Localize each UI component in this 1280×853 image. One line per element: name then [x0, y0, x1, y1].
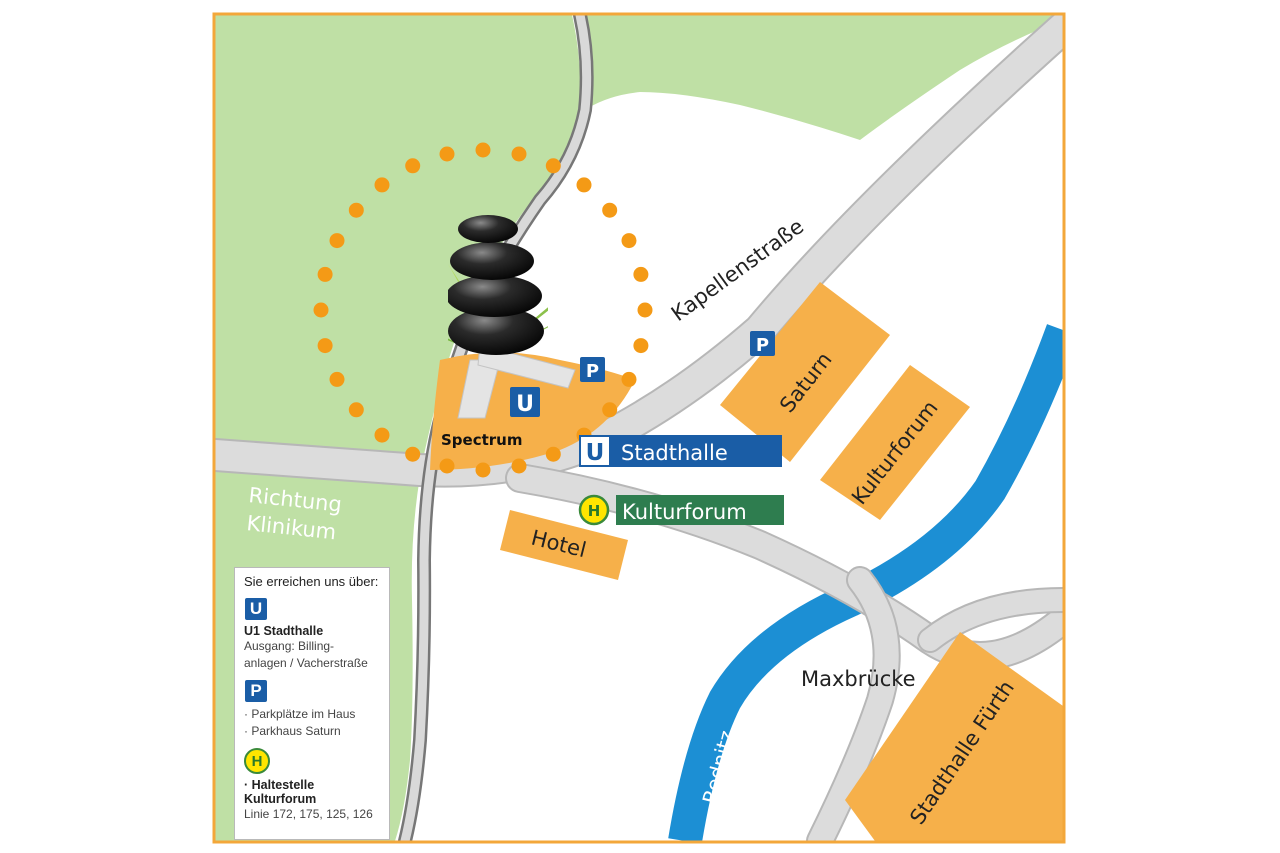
circle-dot [545, 158, 561, 174]
circle-dot [633, 266, 649, 282]
circle-dot [374, 427, 390, 443]
building-kulturforum [820, 365, 970, 520]
legend-parking-line2: · Parkhaus Saturn [244, 724, 341, 738]
parking-icon: P [580, 357, 605, 382]
circle-dot [621, 371, 637, 387]
legend-bus-lines: Linie 172, 175, 125, 126 [244, 807, 373, 821]
legend-parking-line1: · Parkplätze im Haus [244, 707, 356, 721]
circle-dot [602, 402, 618, 418]
svg-text:U: U [586, 440, 605, 466]
circle-dot [313, 302, 329, 318]
legend-title: Sie erreichen uns über: [244, 574, 379, 589]
circle-dot [374, 177, 390, 193]
parking-icon: P [750, 331, 775, 356]
circle-dot [329, 371, 345, 387]
circle-dot [602, 202, 618, 218]
circle-dot [633, 338, 649, 354]
circle-dot [511, 458, 527, 474]
building-saturn [720, 282, 890, 462]
legend: Sie erreichen uns über: U U1 Stadthalle … [234, 567, 390, 840]
circle-dot [329, 233, 345, 249]
legend-ubahn-line2: anlagen / Vacherstraße [244, 656, 368, 670]
svg-text:H: H [588, 502, 601, 520]
bus-stop-icon: H [244, 748, 270, 774]
location-dotted-circle [313, 142, 653, 478]
building-spectrum-wing-2 [477, 344, 576, 389]
park-top [585, 15, 1063, 140]
legend-ubahn-title: U1 Stadthalle [244, 624, 324, 638]
circle-dot [439, 146, 455, 162]
stacked-stones-icon [448, 215, 548, 355]
bus-stop-icon [578, 494, 610, 526]
circle-dot [511, 146, 527, 162]
circle-dot [475, 142, 491, 158]
svg-text:U: U [516, 392, 534, 417]
bus-stop-label: Kulturforum [622, 500, 747, 524]
circle-dot [475, 462, 491, 478]
circle-dot [348, 202, 364, 218]
circle-dot [576, 177, 592, 193]
map-frame-border [212, 12, 1066, 844]
circle-dot [621, 233, 637, 249]
circle-dot [545, 446, 561, 462]
svg-text:P: P [756, 335, 769, 356]
circle-dot [317, 338, 333, 354]
circle-dot [317, 266, 333, 282]
building-label-spectrum: Spectrum [441, 431, 522, 449]
circle-dot [405, 446, 421, 462]
circle-dot [637, 302, 653, 318]
circle-dot [439, 458, 455, 474]
building-stadthalle-fuerth [845, 632, 1063, 841]
street-label-maxbruecke: Maxbrücke [801, 667, 916, 691]
legend-bus-title: · Haltestelle Kulturforum [244, 778, 317, 806]
bus-stop-sign: H Kulturforum [578, 494, 784, 526]
circle-dot [405, 158, 421, 174]
ubahn-stop-sign: U Stadthalle [579, 435, 782, 467]
parking-icon: P [245, 680, 267, 702]
circle-dot [348, 402, 364, 418]
ubahn-icon: U [510, 387, 540, 417]
building-hotel [500, 510, 628, 580]
legend-ubahn-line1: Ausgang: Billing- [244, 639, 335, 653]
svg-text:P: P [586, 361, 599, 382]
ubahn-stop-label: Stadthalle [621, 441, 728, 465]
ubahn-icon: U [245, 598, 267, 620]
